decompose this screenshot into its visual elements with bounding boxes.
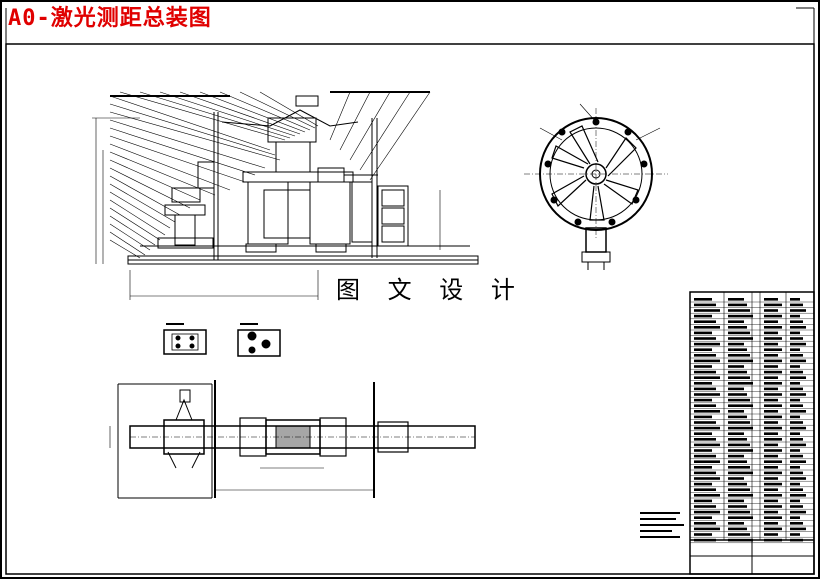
dimension-lines — [92, 117, 441, 300]
front-view — [92, 91, 479, 300]
plan-view — [109, 380, 476, 499]
parts-list-table — [689, 291, 815, 575]
center-carriage — [221, 95, 378, 253]
parts-list-rows — [690, 298, 814, 543]
leader-lines-left — [109, 91, 431, 259]
drawing-title: A0-激光测距总装图 — [8, 6, 212, 31]
label-ticks — [110, 91, 430, 97]
target-assembly — [351, 118, 409, 258]
watermark-text: 图 文 设 计 — [336, 276, 525, 304]
technical-notes — [640, 512, 684, 538]
side-view-wheel — [524, 103, 668, 270]
laser-head — [157, 112, 219, 260]
wheel-bolts — [544, 118, 648, 226]
detail-views — [163, 323, 281, 357]
